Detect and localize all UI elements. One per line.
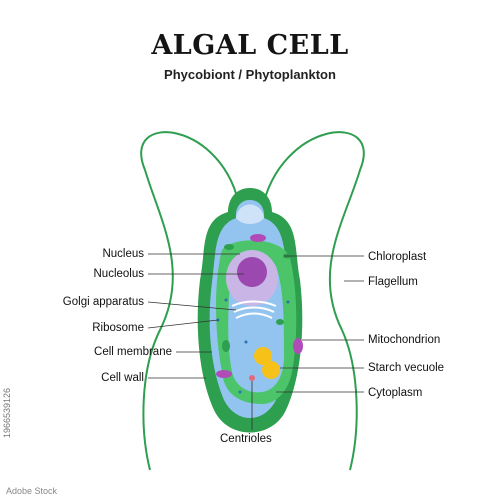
- label-nucleolus: Nucleolus: [93, 268, 145, 280]
- mitochondrion: [250, 234, 266, 242]
- label-cell-wall: Cell wall: [101, 372, 144, 384]
- label-ribosome: Ribosome: [92, 322, 144, 334]
- label-nucleus: Nucleus: [102, 248, 144, 260]
- label-cytoplasm: Cytoplasm: [368, 387, 423, 399]
- golgi-apparatus: [231, 300, 277, 307]
- flagellum-right: [261, 131, 365, 471]
- diagram-subtitle: Phycobiont / Phytoplankton: [164, 67, 336, 82]
- nucleolus: [237, 257, 267, 287]
- label-starch-vacuole: Starch vecuole: [368, 362, 445, 374]
- flagellum-left: [140, 131, 241, 471]
- label-flagellum: Flagellum: [368, 276, 418, 288]
- stock-image-id: 1966539126: [2, 387, 13, 439]
- label-mitochondrion: Mitochondrion: [368, 334, 441, 346]
- diagram-title: ALGAL CELL: [151, 30, 349, 61]
- label-golgi-apparatus: Golgi apparatus: [62, 296, 144, 308]
- watermark: Adobe Stock: [6, 486, 58, 496]
- apical-region: [236, 204, 264, 224]
- label-centrioles: Centrioles: [220, 433, 272, 445]
- label-cell-membrane: Cell membrane: [94, 346, 172, 358]
- label-chloroplast: Chloroplast: [368, 251, 427, 263]
- starch-vacuole: [254, 347, 272, 365]
- centrioles: [249, 375, 255, 381]
